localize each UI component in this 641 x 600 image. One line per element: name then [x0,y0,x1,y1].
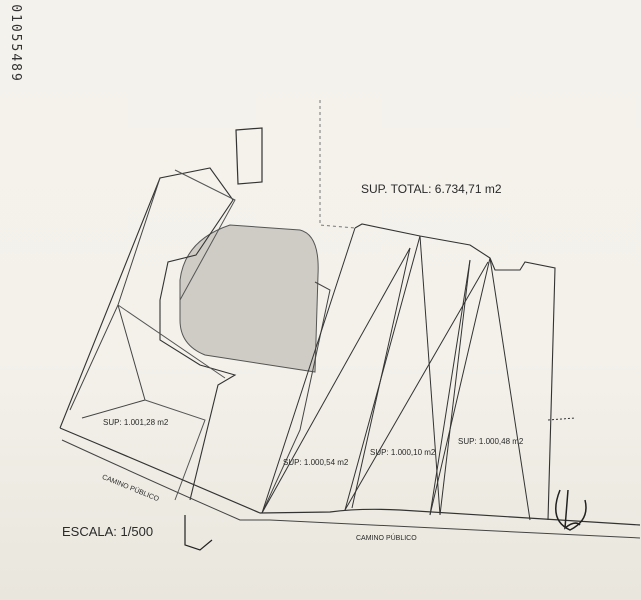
right-parcel-boundary [354,223,556,521]
existing-building [179,224,319,373]
parcel-3-area: SUP: 1.000,10 m2 [370,448,436,457]
left-parcel-boundary [59,167,237,501]
parcel-4-area: SUP: 1.000,48 m2 [458,437,524,446]
road-label-bottom: CAMINO PÚBLICO [356,535,417,542]
annex-building [235,127,263,185]
total-area-label: SUP. TOTAL: 6.734,71 m2 [361,182,502,196]
neighbor-boundary [319,100,356,229]
public-road-edge [59,427,641,526]
scale-label: ESCALA: 1/500 [62,524,154,539]
parcel-2-area: SUP: 1.000,54 m2 [283,458,349,467]
signature [555,489,587,531]
parcel-1-area: SUP: 1.001,28 m2 [103,418,169,427]
public-road-edge-2 [61,439,641,539]
document-number: 01055489 [7,4,23,83]
